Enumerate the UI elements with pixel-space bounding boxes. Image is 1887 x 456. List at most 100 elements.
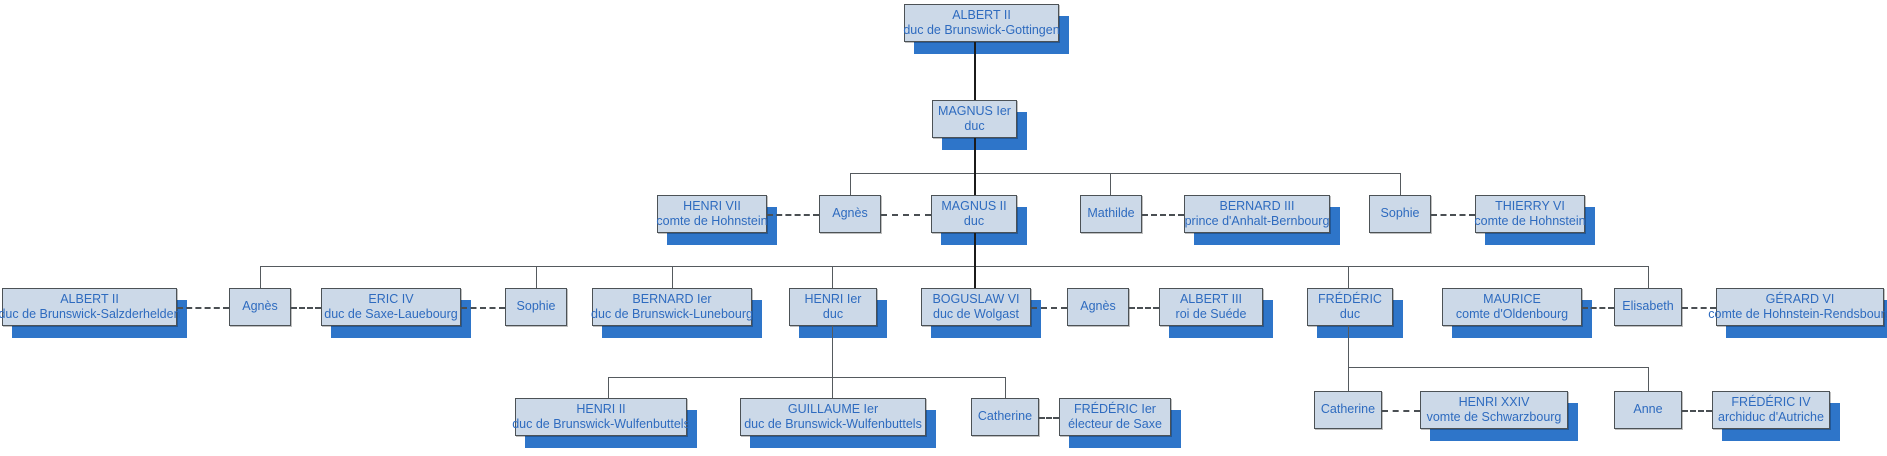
node-thierry6-hohnstein[interactable]: THIERRY VI comte de Hohnstein: [1474, 195, 1595, 245]
node-title: duc: [1339, 307, 1361, 321]
node-anne[interactable]: Anne: [1614, 391, 1682, 429]
node-body: FRÉDÉRIC Ier électeur de Saxe: [1059, 398, 1171, 436]
node-frederic1-saxe[interactable]: FRÉDÉRIC Ier électeur de Saxe: [1059, 398, 1181, 448]
node-maurice-oldenbourg[interactable]: MAURICE comte d'Oldenbourg: [1442, 288, 1592, 338]
node-name: Mathilde: [1087, 206, 1135, 221]
node-body: Catherine: [971, 398, 1039, 436]
node-title: duc de Wolgast: [933, 307, 1019, 321]
node-body: GÉRARD VI comte de Hohnstein-Rendsbourg: [1708, 288, 1887, 326]
node-body: ALBERT II duc de Brunswick-Gottingen: [903, 4, 1060, 42]
marriage-catherine-frederic1: [1039, 417, 1059, 419]
node-boguslaw6[interactable]: BOGUSLAW VI duc de Wolgast: [921, 288, 1041, 338]
node-frederic-duc[interactable]: FRÉDÉRIC duc: [1307, 288, 1403, 338]
node-body: HENRI Ier duc: [789, 288, 877, 326]
connector-drop-anne: [1648, 367, 1649, 392]
node-body: ALBERT III roi de Suéde: [1159, 288, 1263, 326]
node-name: HENRI VII: [683, 198, 741, 213]
node-agnes-r4b[interactable]: Agnès: [1067, 288, 1129, 326]
node-mathilde[interactable]: Mathilde: [1080, 195, 1142, 233]
node-albert3-suede[interactable]: ALBERT III roi de Suéde: [1159, 288, 1273, 338]
connector-bar-row3: [850, 173, 1401, 174]
node-name: ALBERT III: [1179, 291, 1243, 306]
node-name: Agnès: [242, 299, 278, 314]
node-catherine-r5b[interactable]: Catherine: [1314, 391, 1382, 429]
node-name: GUILLAUME Ier: [787, 401, 879, 416]
node-body: Anne: [1614, 391, 1682, 429]
node-name: BOGUSLAW VI: [932, 291, 1020, 306]
node-body: THIERRY VI comte de Hohnstein: [1474, 195, 1586, 233]
node-name: FRÉDÉRIC IV: [1731, 394, 1811, 409]
node-gerard6-hohnstein[interactable]: GÉRARD VI comte de Hohnstein-Rendsbourg: [1708, 288, 1887, 338]
node-body: Mathilde: [1080, 195, 1142, 233]
marriage-agnes-eric4: [291, 307, 321, 309]
node-guillaume1-wulfenbuttels[interactable]: GUILLAUME Ier duc de Brunswick-Wulfenbut…: [740, 398, 936, 448]
connector-drop-boguslaw6: [974, 266, 976, 290]
node-body: HENRI II duc de Brunswick-Wulfenbuttels: [512, 398, 690, 436]
node-bernard3-anhalt[interactable]: BERNARD III prince d'Anhalt-Bernbourg: [1184, 195, 1340, 245]
node-title: duc de Brunswick-Gottingen: [903, 23, 1060, 37]
node-body: BERNARD III prince d'Anhalt-Bernbourg: [1184, 195, 1330, 233]
node-agnes-r3[interactable]: Agnès: [819, 195, 881, 233]
node-elisabeth[interactable]: Elisabeth: [1614, 288, 1682, 326]
node-catherine-r5a[interactable]: Catherine: [971, 398, 1039, 436]
node-name: Sophie: [1380, 206, 1420, 221]
node-name: ERIC IV: [368, 291, 414, 306]
node-body: BOGUSLAW VI duc de Wolgast: [921, 288, 1031, 326]
node-frederic4-autriche[interactable]: FRÉDÉRIC IV archiduc d'Autriche: [1712, 391, 1840, 441]
node-henri7-hohnstein[interactable]: HENRI VII comte de Hohnstein: [656, 195, 777, 245]
connector-drop-agnes-r4a: [260, 266, 261, 290]
connector-drop-catherine-r5a: [1005, 377, 1006, 399]
node-henri2-wulfenbuttels[interactable]: HENRI II duc de Brunswick-Wulfenbuttels: [512, 398, 697, 448]
connector-magnus2-stem: [974, 233, 976, 267]
node-name: Anne: [1633, 402, 1663, 417]
connector-frederic-duc-stem: [1348, 326, 1349, 368]
node-title: duc de Saxe-Lauebourg: [324, 307, 458, 321]
node-body: HENRI XXIV vomte de Schwarzbourg: [1420, 391, 1568, 429]
connector-henri1-stem: [832, 326, 833, 378]
node-title: duc: [963, 214, 985, 228]
node-henri1-duc[interactable]: HENRI Ier duc: [789, 288, 887, 338]
node-henri24-schwarzbourg[interactable]: HENRI XXIV vomte de Schwarzbourg: [1420, 391, 1578, 441]
node-magnus1[interactable]: MAGNUS Ier duc: [932, 100, 1027, 150]
node-sophie-r3[interactable]: Sophie: [1369, 195, 1431, 233]
connector-drop-henri1: [832, 266, 833, 290]
node-agnes-r4a[interactable]: Agnès: [229, 288, 291, 326]
node-body: Agnès: [819, 195, 881, 233]
node-body: FRÉDÉRIC duc: [1307, 288, 1393, 326]
node-title: archiduc d'Autriche: [1718, 410, 1824, 424]
connector-drop-agnes-r3: [850, 173, 851, 197]
node-body: MAGNUS Ier duc: [932, 100, 1017, 138]
node-name: Agnès: [1080, 299, 1116, 314]
connector-drop-mathilde: [1110, 173, 1111, 197]
connector-bar-henri1-children: [608, 377, 1006, 378]
node-name: BERNARD III: [1219, 198, 1295, 213]
node-albert2-gottingen[interactable]: ALBERT II duc de Brunswick-Gottingen: [903, 4, 1069, 54]
marriage-mathilde-bernard3: [1142, 214, 1184, 216]
node-magnus2[interactable]: MAGNUS II duc: [931, 195, 1027, 245]
marriage-albert2s-agnes: [177, 307, 229, 309]
node-body: BERNARD Ier duc de Brunswick-Lunebourg: [591, 288, 753, 326]
node-eric4-saxe[interactable]: ERIC IV duc de Saxe-Lauebourg: [321, 288, 471, 338]
node-name: THIERRY VI: [1495, 198, 1565, 213]
node-bernard1-lunebourg[interactable]: BERNARD Ier duc de Brunswick-Lunebourg: [591, 288, 762, 338]
connector-drop-henri2: [608, 377, 609, 399]
node-title: comte de Hohnstein-Rendsbourg: [1708, 307, 1887, 321]
node-title: comte de Hohnstein: [656, 214, 768, 228]
node-title: électeur de Saxe: [1068, 417, 1162, 431]
marriage-sophie-thierry6: [1431, 214, 1475, 216]
marriage-henri7-agnes: [767, 214, 819, 216]
marriage-anne-frederic4: [1682, 410, 1712, 412]
node-body: MAURICE comte d'Oldenbourg: [1442, 288, 1582, 326]
node-name: HENRI Ier: [804, 291, 862, 306]
marriage-maurice-elisabeth: [1582, 307, 1614, 309]
connector-bar-row4: [260, 266, 1649, 267]
node-albert2-salzderhelden[interactable]: ALBERT II duc de Brunswick-Salzderhelden: [0, 288, 187, 338]
node-body: Agnès: [229, 288, 291, 326]
node-title: comte d'Oldenbourg: [1455, 307, 1569, 321]
connector-magnus1-stem: [974, 138, 976, 174]
node-name: BERNARD Ier: [632, 291, 712, 306]
connector-drop-sophie-r3: [1400, 173, 1401, 197]
marriage-elisabeth-gerard6: [1682, 307, 1716, 309]
node-sophie-r4[interactable]: Sophie: [505, 288, 567, 326]
node-title: duc de Brunswick-Wulfenbuttels: [512, 417, 690, 431]
